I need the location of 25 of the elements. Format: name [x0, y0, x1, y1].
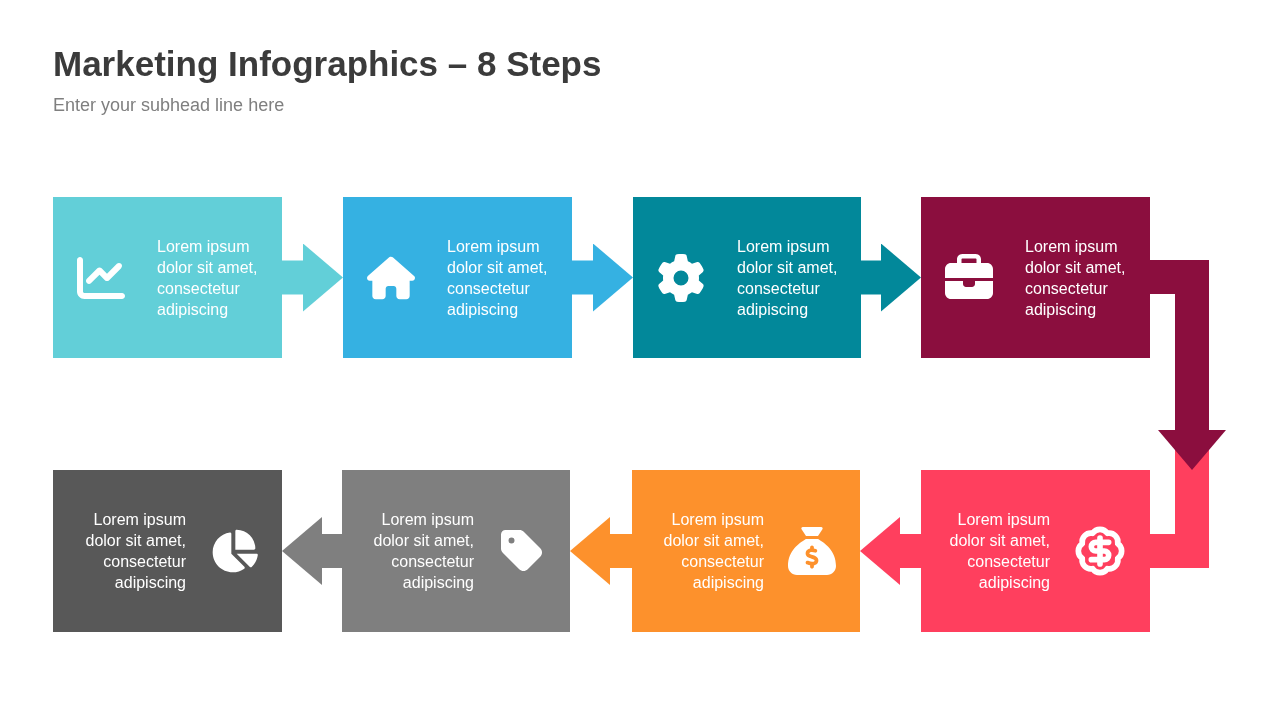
- arrow: [861, 243, 921, 312]
- arrow: [1150, 260, 1226, 470]
- arrow: [860, 517, 921, 585]
- step-box: [53, 197, 282, 358]
- step-text: Lorem ipsum dolor sit amet, consectetur adipiscing: [662, 510, 764, 593]
- arrow: [572, 243, 633, 312]
- step-text: Lorem ipsum dolor sit amet, consectetur adipiscing: [372, 510, 474, 593]
- step-text: Lorem ipsum dolor sit amet, consectetur adipiscing: [157, 236, 259, 320]
- arrow: [282, 517, 342, 585]
- step-text: Lorem ipsum dolor sit amet, consectetur adipiscing: [447, 236, 549, 320]
- step-box: [921, 470, 1150, 632]
- step-text: Lorem ipsum dolor sit amet, consectetur adipiscing: [84, 510, 186, 593]
- step-box: [633, 197, 861, 358]
- step-box: [343, 197, 572, 358]
- step-text: Lorem ipsum dolor sit amet, consectetur adipiscing: [737, 236, 839, 320]
- step-box: [632, 470, 860, 632]
- step-box: [53, 470, 282, 632]
- subtitle: Enter your subhead line here: [53, 94, 285, 117]
- arrow: [282, 243, 343, 312]
- arrow: [570, 517, 632, 585]
- title: Marketing Infographics – 8 Steps: [53, 43, 602, 85]
- step-text: Lorem ipsum dolor sit amet, consectetur adipiscing: [948, 510, 1050, 593]
- step-text: Lorem ipsum dolor sit amet, consectetur adipiscing: [1025, 236, 1127, 320]
- step-box: [342, 470, 570, 632]
- step-box: [921, 197, 1150, 358]
